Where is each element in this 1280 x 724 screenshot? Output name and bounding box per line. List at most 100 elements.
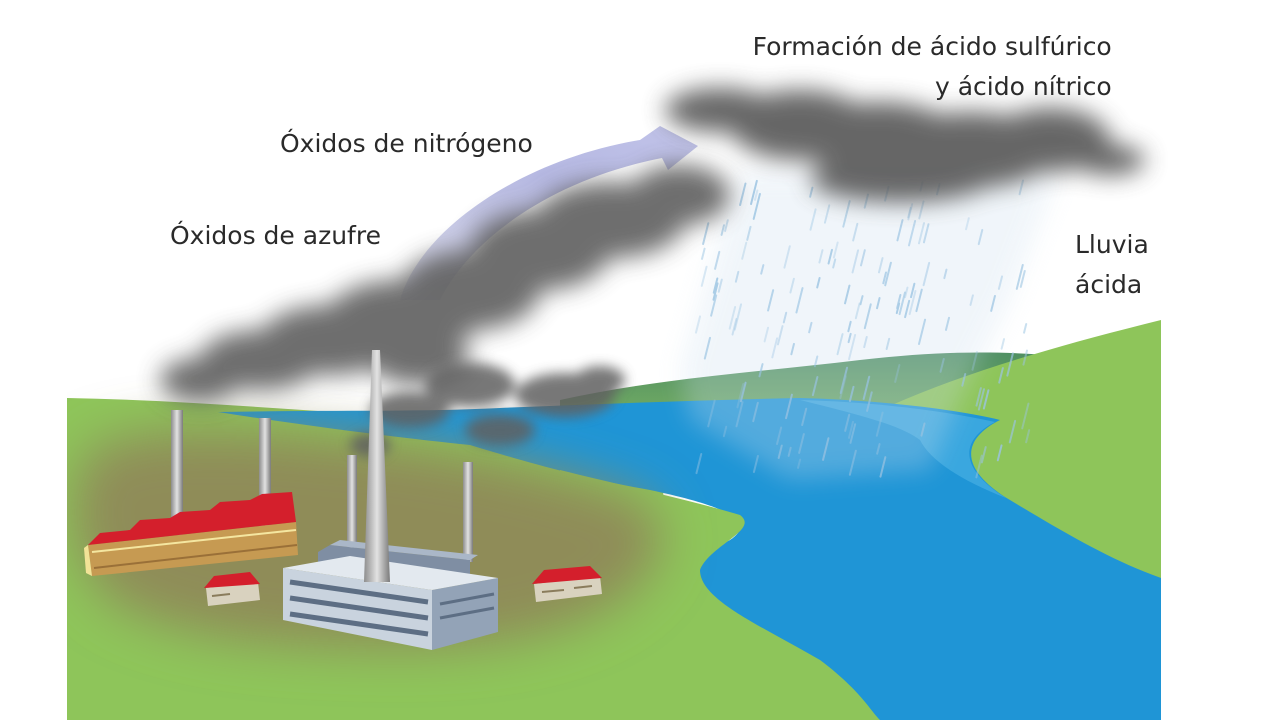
rain-streak [760, 264, 765, 275]
rain-streak [712, 277, 719, 294]
rain-streak [832, 241, 839, 259]
rain-streak [832, 258, 837, 269]
rain-streak [875, 411, 884, 437]
rain-streak [876, 443, 881, 455]
label-text-line2: y ácido nítrico [935, 72, 1112, 101]
rain-streak [961, 373, 967, 387]
rain-streak [694, 315, 702, 334]
rain-streak [816, 277, 821, 289]
rain-streak [813, 355, 819, 368]
rain-streak [783, 245, 791, 269]
rain-streak [1018, 179, 1024, 196]
rain-streak [920, 422, 926, 437]
rain-streak [710, 294, 718, 317]
rain-streak [771, 337, 779, 359]
rain-streak [944, 316, 951, 331]
label-text-line2: ácida [1075, 270, 1143, 299]
rain-streak [939, 357, 945, 373]
rain-streak [752, 454, 759, 473]
rain-streak [801, 407, 808, 427]
rain-streak [879, 456, 887, 478]
rain-streak [736, 382, 745, 409]
rain-streak [848, 385, 855, 402]
rain-streak [895, 302, 901, 315]
rain-streak [884, 261, 892, 287]
rain-streak [733, 303, 743, 331]
rain-streak [767, 289, 775, 312]
rain-streak [798, 433, 805, 454]
rain-streak [943, 268, 948, 280]
chimney-smoke [350, 363, 625, 457]
rain-streak [1008, 419, 1017, 444]
rain-streak [847, 420, 854, 439]
label-acid-rain: Lluvia ácida [1075, 225, 1149, 305]
rain-streak [910, 282, 916, 299]
rain-streak [712, 282, 719, 301]
label-text-line1: Formación de ácido sulfúrico [752, 32, 1112, 61]
rain-streak [724, 219, 729, 232]
rain-streak [990, 294, 996, 312]
rain-streak [789, 277, 795, 294]
rain-streak [907, 206, 912, 219]
rain-streak [1006, 352, 1014, 377]
label-text: Óxidos de azufre [170, 221, 381, 250]
rain-streak [896, 219, 904, 242]
rain-streak [1023, 323, 1028, 334]
rain-streak [907, 219, 917, 247]
rain-streak [969, 294, 974, 306]
rain-streak [739, 381, 747, 403]
rain-streak [898, 291, 907, 316]
rain-streak [844, 284, 851, 305]
ground [67, 320, 1161, 720]
rain-streak [735, 401, 744, 428]
rain-streak [720, 224, 725, 236]
rain-streak [1000, 338, 1006, 350]
rain-streak [998, 367, 1004, 384]
rain-streak [734, 270, 740, 283]
rain-streak [728, 305, 737, 330]
rain-streak [1025, 429, 1031, 444]
rain-streak [785, 393, 793, 420]
rain-streak [851, 249, 860, 274]
rain-streak [907, 203, 914, 221]
rain-streak [808, 321, 813, 334]
rain-streak [731, 317, 738, 336]
rain-streak [1022, 349, 1028, 366]
rain-streak [823, 204, 831, 224]
main-factory [283, 350, 498, 650]
rain-streak [746, 225, 752, 241]
rain-streak [717, 278, 723, 293]
rain-streak [996, 444, 1003, 462]
house [532, 566, 602, 602]
rain-streak [809, 186, 814, 198]
rain-streak [904, 299, 911, 319]
rain-streak [971, 350, 978, 371]
rain-streak [722, 425, 728, 438]
rain-streak [782, 311, 788, 324]
rain-streak [776, 426, 783, 446]
rain-streak [915, 288, 923, 313]
smoke-plume [160, 165, 730, 402]
rain-streak [904, 286, 909, 299]
rain-streak [701, 247, 706, 260]
rain-streak [741, 241, 748, 260]
rain-streak [922, 261, 931, 287]
smokestack [347, 455, 357, 550]
rain-streak [848, 333, 857, 361]
rain-streak [863, 336, 868, 349]
rain-streak [811, 376, 819, 397]
rain-streak [714, 250, 721, 270]
river-shore [800, 400, 1006, 498]
rain-streak [700, 265, 708, 287]
rain-streak [797, 458, 802, 469]
rain-streak [847, 320, 852, 333]
rain-streak [860, 249, 866, 267]
rain-streak [827, 248, 833, 265]
rain-streak [917, 222, 926, 245]
rain-streak [854, 302, 861, 320]
rain-streak [818, 249, 824, 264]
rain-streak [795, 287, 804, 314]
label-text-line1: Lluvia [1075, 230, 1149, 259]
rain-streak [894, 364, 901, 383]
